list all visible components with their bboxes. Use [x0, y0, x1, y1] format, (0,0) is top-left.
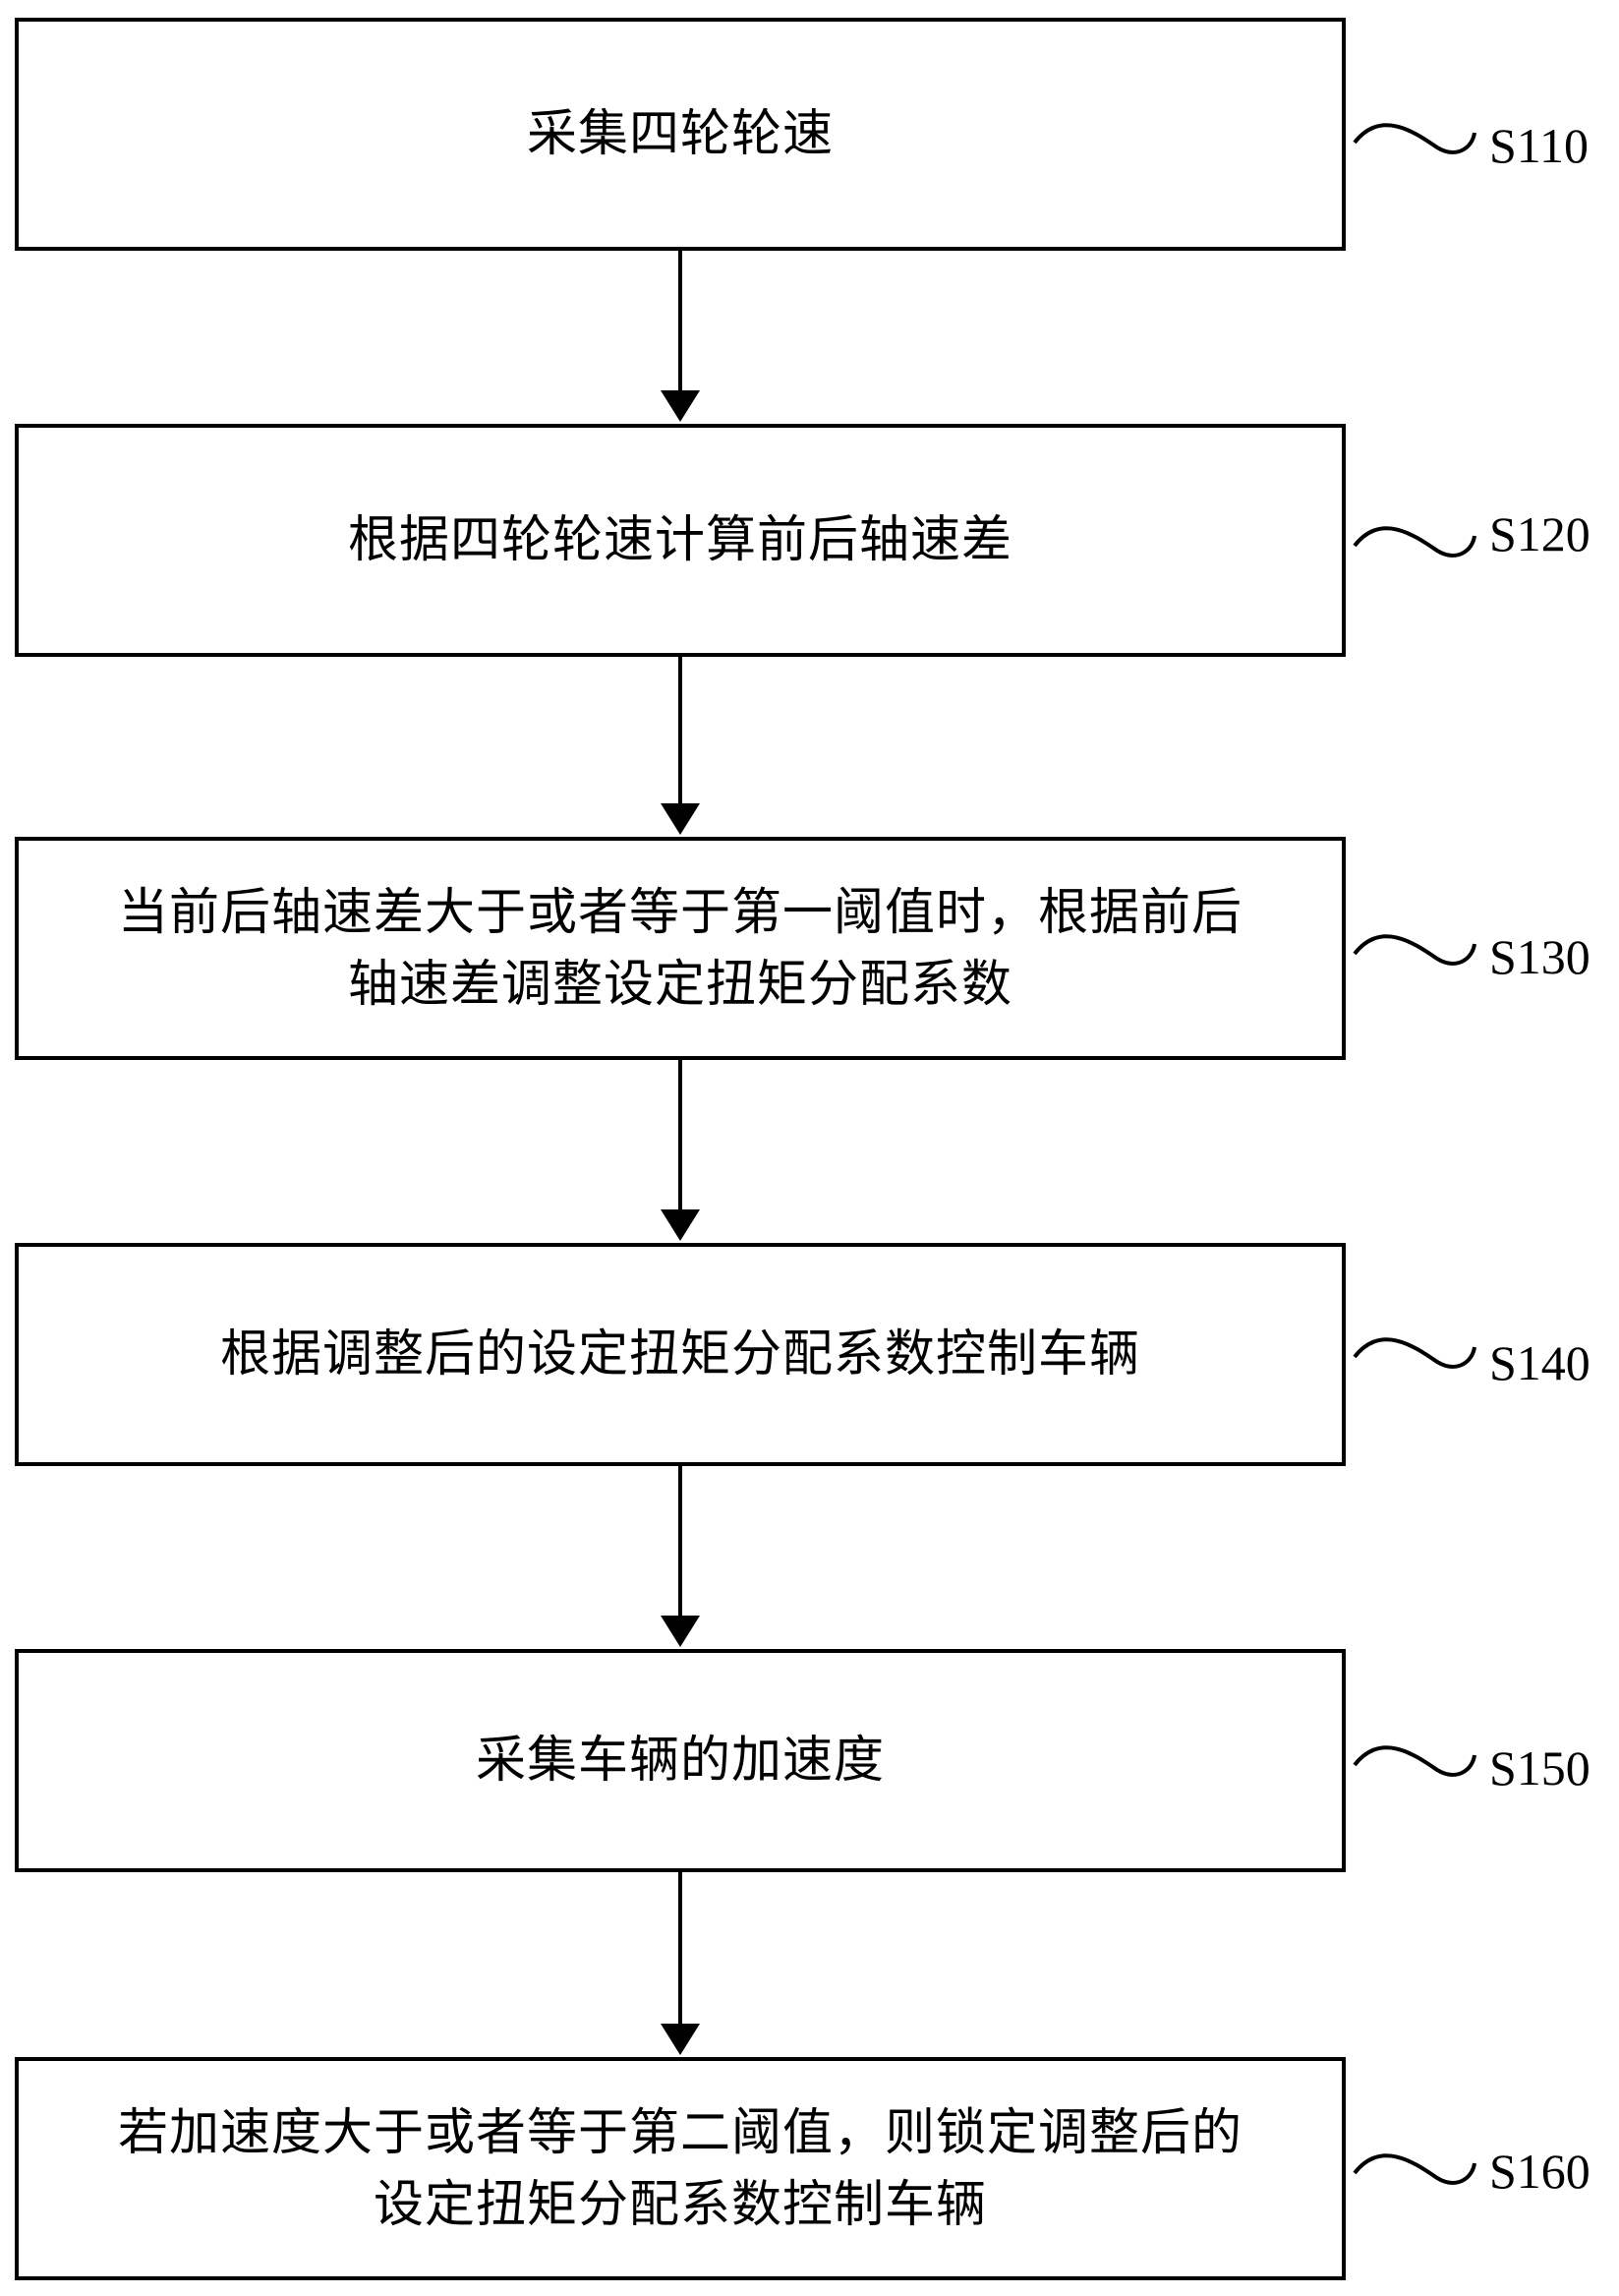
step-label-s120: S120 [1489, 506, 1590, 561]
step-text-s160-line-2: 设定扭矩分配系数控制车辆 [373, 2175, 987, 2234]
step-text-s160-line-1: 若加速度大于或者等于第二阈值，则锁定调整后的 [117, 2103, 1243, 2162]
step-text-s130-line-1: 当前后轴速差大于或者等于第一阈值时，根据前后 [117, 883, 1243, 942]
step-box-s140: 根据调整后的设定扭矩分配系数控制车辆 [15, 1243, 1346, 1466]
step-text-s120-line-1: 根据四轮轮速计算前后轴速差 [347, 511, 1012, 569]
step-text-s130: 当前后轴速差大于或者等于第一阈值时，根据前后 轴速差调整设定扭矩分配系数 [88, 877, 1272, 1021]
step-label-s130: S130 [1489, 929, 1590, 984]
step-text-s140: 根据调整后的设定扭矩分配系数控制车辆 [191, 1319, 1170, 1390]
step-box-s120: 根据四轮轮速计算前后轴速差 [15, 424, 1346, 657]
step-text-s130-line-2: 轴速差调整设定扭矩分配系数 [347, 955, 1012, 1014]
step-marker-s150 [1353, 1745, 1476, 1777]
step-label-s150: S150 [1489, 1740, 1590, 1796]
step-marker-s120 [1353, 526, 1476, 558]
step-box-s150: 采集车辆的加速度 [15, 1649, 1346, 1872]
step-text-s150-line-1: 采集车辆的加速度 [475, 1732, 885, 1790]
step-label-s110: S110 [1489, 118, 1589, 173]
step-text-s160: 若加速度大于或者等于第二阈值，则锁定调整后的 设定扭矩分配系数控制车辆 [88, 2097, 1272, 2241]
step-text-s110: 采集四轮轮速 [497, 98, 863, 170]
step-marker-s110 [1353, 123, 1476, 154]
step-text-s140-line-1: 根据调整后的设定扭矩分配系数控制车辆 [219, 1325, 1140, 1383]
step-text-s120: 根据四轮轮速计算前后轴速差 [318, 504, 1042, 576]
step-label-s160: S160 [1489, 2144, 1590, 2199]
step-text-s150: 采集车辆的加速度 [446, 1725, 914, 1796]
step-marker-s160 [1353, 2153, 1476, 2185]
step-box-s110: 采集四轮轮速 [15, 18, 1346, 251]
step-box-s130: 当前后轴速差大于或者等于第一阈值时，根据前后 轴速差调整设定扭矩分配系数 [15, 837, 1346, 1060]
step-box-s160: 若加速度大于或者等于第二阈值，则锁定调整后的 设定扭矩分配系数控制车辆 [15, 2057, 1346, 2280]
step-text-s110-line-1: 采集四轮轮速 [526, 105, 834, 163]
step-marker-s140 [1353, 1337, 1476, 1369]
step-label-s140: S140 [1489, 1335, 1590, 1390]
step-marker-s130 [1353, 934, 1476, 966]
